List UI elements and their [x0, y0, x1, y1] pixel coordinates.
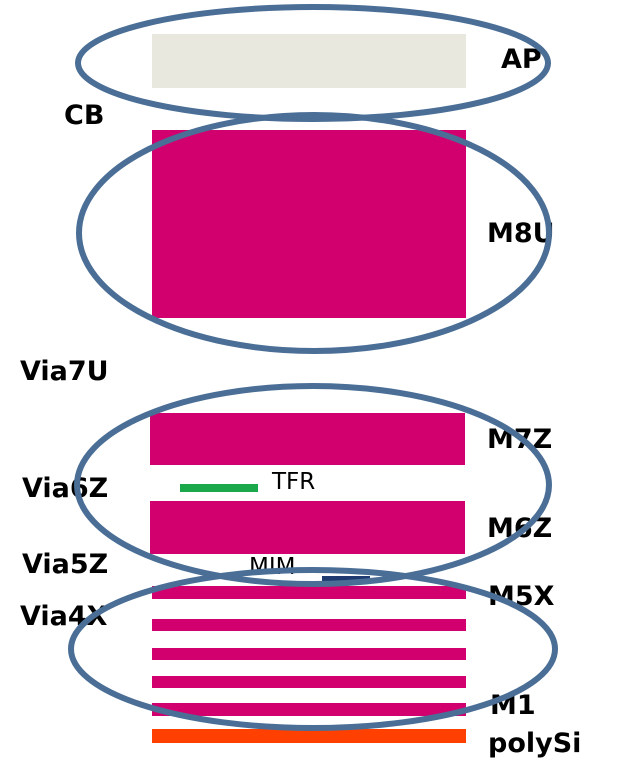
bottom-group-ellipse — [68, 567, 558, 731]
via5z-label: Via5Z — [22, 549, 108, 580]
mim-label: MIM — [249, 554, 295, 580]
m7z-layer — [150, 413, 465, 465]
m5x-layer — [152, 586, 466, 599]
cb-label: CB — [64, 100, 104, 131]
m8u-group-ellipse — [76, 112, 552, 354]
metal-layer-m3 — [152, 648, 466, 660]
metal-layer-m4 — [152, 619, 466, 631]
polysi-layer — [152, 729, 466, 743]
ap-layer — [152, 34, 466, 88]
via6z-label: Via6Z — [22, 473, 108, 504]
tfr-layer — [180, 484, 258, 492]
m6z-layer — [150, 501, 465, 554]
polysi-label: polySi — [488, 728, 581, 759]
metal-layer-m2 — [152, 676, 466, 688]
middle-group-ellipse — [74, 383, 552, 587]
m8u-layer — [152, 130, 466, 318]
m1-layer — [152, 703, 466, 716]
ap-label: AP — [501, 44, 542, 75]
tfr-label: TFR — [271, 469, 315, 495]
via7u-label: Via7U — [20, 356, 109, 387]
top-group-ellipse — [75, 4, 551, 122]
mim-layer — [322, 576, 370, 581]
m6z-label: M6Z — [487, 513, 552, 544]
m8u-label: M8U — [487, 218, 555, 249]
